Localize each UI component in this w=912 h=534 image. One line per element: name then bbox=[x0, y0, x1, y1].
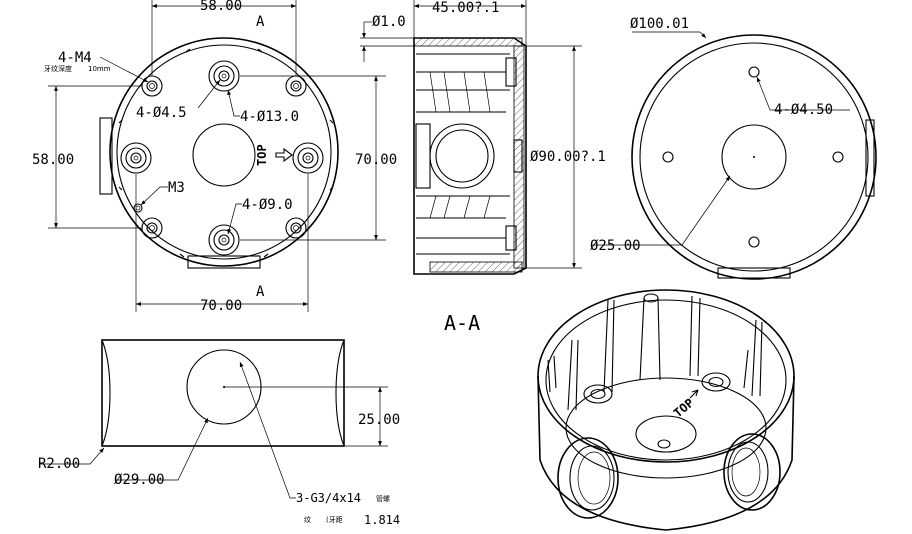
rim-ribs bbox=[118, 48, 334, 258]
label-4-hole-130: 4-Ø13.0 bbox=[240, 109, 299, 125]
side-left-curve bbox=[101, 339, 111, 447]
label-4-m4: 4-M4 bbox=[58, 50, 92, 66]
section-body-outline bbox=[413, 37, 527, 275]
iso-center-hole bbox=[635, 415, 697, 453]
center-hole bbox=[192, 123, 256, 187]
iso-floor bbox=[565, 377, 767, 479]
section-dim-inner: Ø90.00?.1 bbox=[530, 149, 606, 165]
bottom-dim-center: Ø25.00 bbox=[590, 238, 641, 254]
side-thread-line1: 3-G3/4x14 bbox=[296, 491, 361, 505]
left-dim-height: 58.00 bbox=[32, 152, 74, 168]
top-view-outer-rim bbox=[109, 37, 339, 267]
iso-standoffs bbox=[547, 293, 763, 411]
side-view: 25.00 R2.00 Ø29.00 3-G3/4x14 管螺 纹 (牙距 1.… bbox=[38, 339, 400, 527]
bottom-view: Ø100.01 4-Ø4.50 Ø25.00 bbox=[590, 16, 877, 280]
iso-top-arrow-icon bbox=[689, 389, 699, 399]
section-top-wall bbox=[413, 37, 523, 47]
label-m4-note: 牙纹深度 bbox=[44, 64, 72, 73]
side-thread-pitch: 1.814 bbox=[364, 513, 400, 527]
side-thread-line1-note: 管螺 bbox=[376, 494, 390, 503]
bottom-bottom-lug bbox=[717, 267, 791, 279]
iso-inner-rim bbox=[545, 299, 787, 461]
top-dim-width: 58.00 bbox=[200, 0, 242, 14]
label-m3: M3 bbox=[168, 180, 185, 196]
section-side-hole bbox=[429, 123, 495, 189]
bottom-dim-width: 70.00 bbox=[200, 298, 242, 314]
bottom-right-lug bbox=[865, 119, 875, 197]
right-dim-height: 70.00 bbox=[355, 152, 397, 168]
bottom-center-hole bbox=[721, 124, 787, 190]
bottom-inner-rim bbox=[639, 42, 869, 272]
section-ribs bbox=[416, 53, 517, 255]
side-thread-line2-note: (牙距 bbox=[326, 516, 343, 524]
top-view: TOP 58.00 A 58.00 70.00 70.00 A 4-M4 牙纹深… bbox=[32, 0, 397, 314]
section-dim-wall: Ø1.0 bbox=[372, 14, 406, 30]
iso-view: TOP bbox=[537, 289, 795, 531]
top-arrow-icon bbox=[275, 147, 293, 163]
corner-bosses bbox=[141, 75, 307, 239]
bottom-hole-top bbox=[748, 66, 760, 78]
top-view-top-mark: TOP bbox=[255, 144, 269, 166]
bottom-lug bbox=[187, 255, 261, 269]
bottom-hole-right bbox=[832, 151, 844, 163]
bottom-hole-bottom bbox=[748, 236, 760, 248]
m3-hole bbox=[133, 203, 143, 213]
axis-bosses bbox=[120, 60, 324, 256]
section-lug bbox=[415, 123, 431, 189]
iso-top-rim bbox=[537, 289, 795, 463]
iso-cylinder-wall bbox=[537, 375, 795, 531]
left-lug bbox=[99, 117, 113, 195]
side-dim-hole-height: 25.00 bbox=[358, 412, 400, 428]
section-view: 45.00?.1 Ø1.0 Ø90.00?.1 A-A bbox=[360, 0, 606, 335]
bottom-hole-left bbox=[662, 151, 674, 163]
section-mark-bottom: A bbox=[256, 284, 265, 300]
side-body bbox=[101, 339, 345, 447]
top-view-inner-rim bbox=[116, 44, 332, 260]
label-m4-depth: 10mm bbox=[88, 65, 111, 73]
label-4-hole-45: 4-Ø4.5 bbox=[136, 105, 187, 121]
section-dim-depth: 45.00?.1 bbox=[432, 0, 499, 16]
side-right-curve bbox=[335, 339, 345, 447]
side-thread-line2: 纹 bbox=[304, 515, 311, 524]
section-caption: A-A bbox=[444, 311, 480, 335]
iso-side-ports bbox=[557, 433, 781, 519]
bottom-dim-outer: Ø100.01 bbox=[630, 16, 689, 32]
section-bottom-wall bbox=[429, 261, 523, 273]
section-mark-top: A bbox=[256, 14, 265, 30]
label-4-hole-90: 4-Ø9.0 bbox=[242, 197, 293, 213]
bottom-outer-rim bbox=[631, 34, 877, 280]
